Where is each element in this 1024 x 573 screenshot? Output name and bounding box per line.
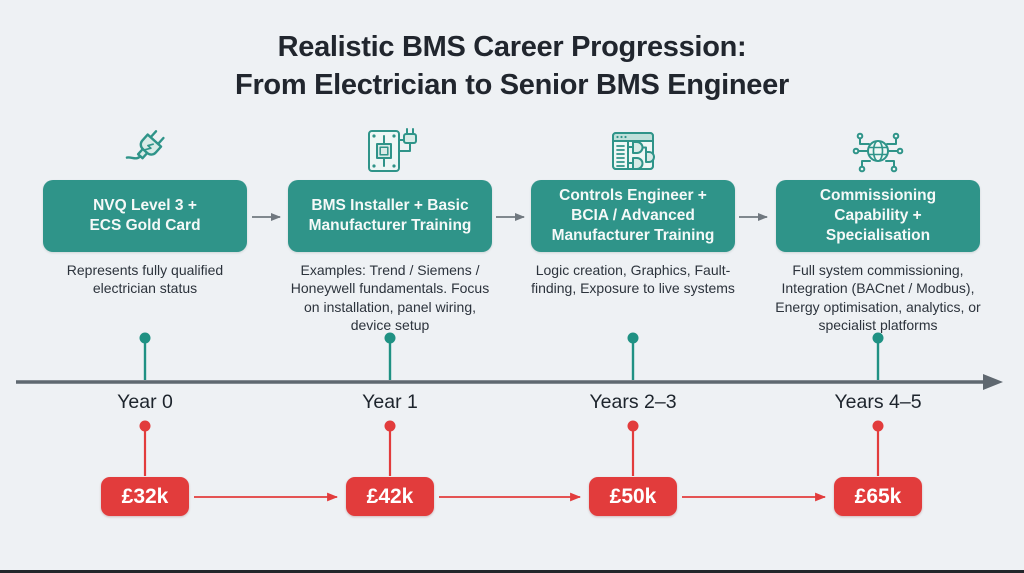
stage-column-3: Controls Engineer + BCIA / Advanced Manu…: [517, 126, 749, 298]
year-label: Years 2–3: [589, 391, 677, 413]
stage-description: Examples: Trend / Siemens / Honeywell fu…: [290, 262, 490, 334]
stage-box: Controls Engineer + BCIA / Advanced Manu…: [531, 180, 735, 252]
stage-description: Represents fully qualified electrician s…: [66, 262, 224, 297]
timeline-axis: [16, 374, 1003, 390]
network-globe-icon: [762, 126, 994, 176]
stage-column-2: BMS Installer + Basic Manufacturer Train…: [274, 126, 506, 335]
circuit-board-icon: [274, 126, 506, 176]
salary-badge: £65k: [834, 477, 922, 516]
year-label: Year 0: [117, 391, 173, 413]
salary-connectors: [139, 420, 884, 476]
stage-box: BMS Installer + Basic Manufacturer Train…: [288, 180, 492, 252]
timeline-milestone-markers: [139, 332, 884, 380]
bottom-edge-bar: [0, 570, 1024, 573]
year-label: Years 4–5: [834, 391, 922, 413]
page-title: Realistic BMS Career Progression: From E…: [0, 28, 1024, 105]
stage-description: Logic creation, Graphics, Fault-finding,…: [531, 262, 735, 297]
logic-window-icon: [517, 126, 749, 176]
stage-column-1: NVQ Level 3 + ECS Gold Card Represents f…: [29, 126, 261, 298]
stage-column-4: Commissioning Capability + Specialisatio…: [762, 126, 994, 335]
title-line-2: From Electrician to Senior BMS Engineer: [235, 69, 789, 102]
year-label: Year 1: [362, 391, 418, 413]
stage-box: Commissioning Capability + Specialisatio…: [776, 180, 980, 252]
salary-badge: £50k: [589, 477, 677, 516]
salary-badge: £32k: [101, 477, 189, 516]
stage-box: NVQ Level 3 + ECS Gold Card: [43, 180, 247, 252]
plug-icon: [29, 126, 261, 176]
stage-description: Full system commissioning, Integration (…: [775, 262, 981, 334]
salary-badge: £42k: [346, 477, 434, 516]
title-line-1: Realistic BMS Career Progression:: [277, 31, 747, 63]
